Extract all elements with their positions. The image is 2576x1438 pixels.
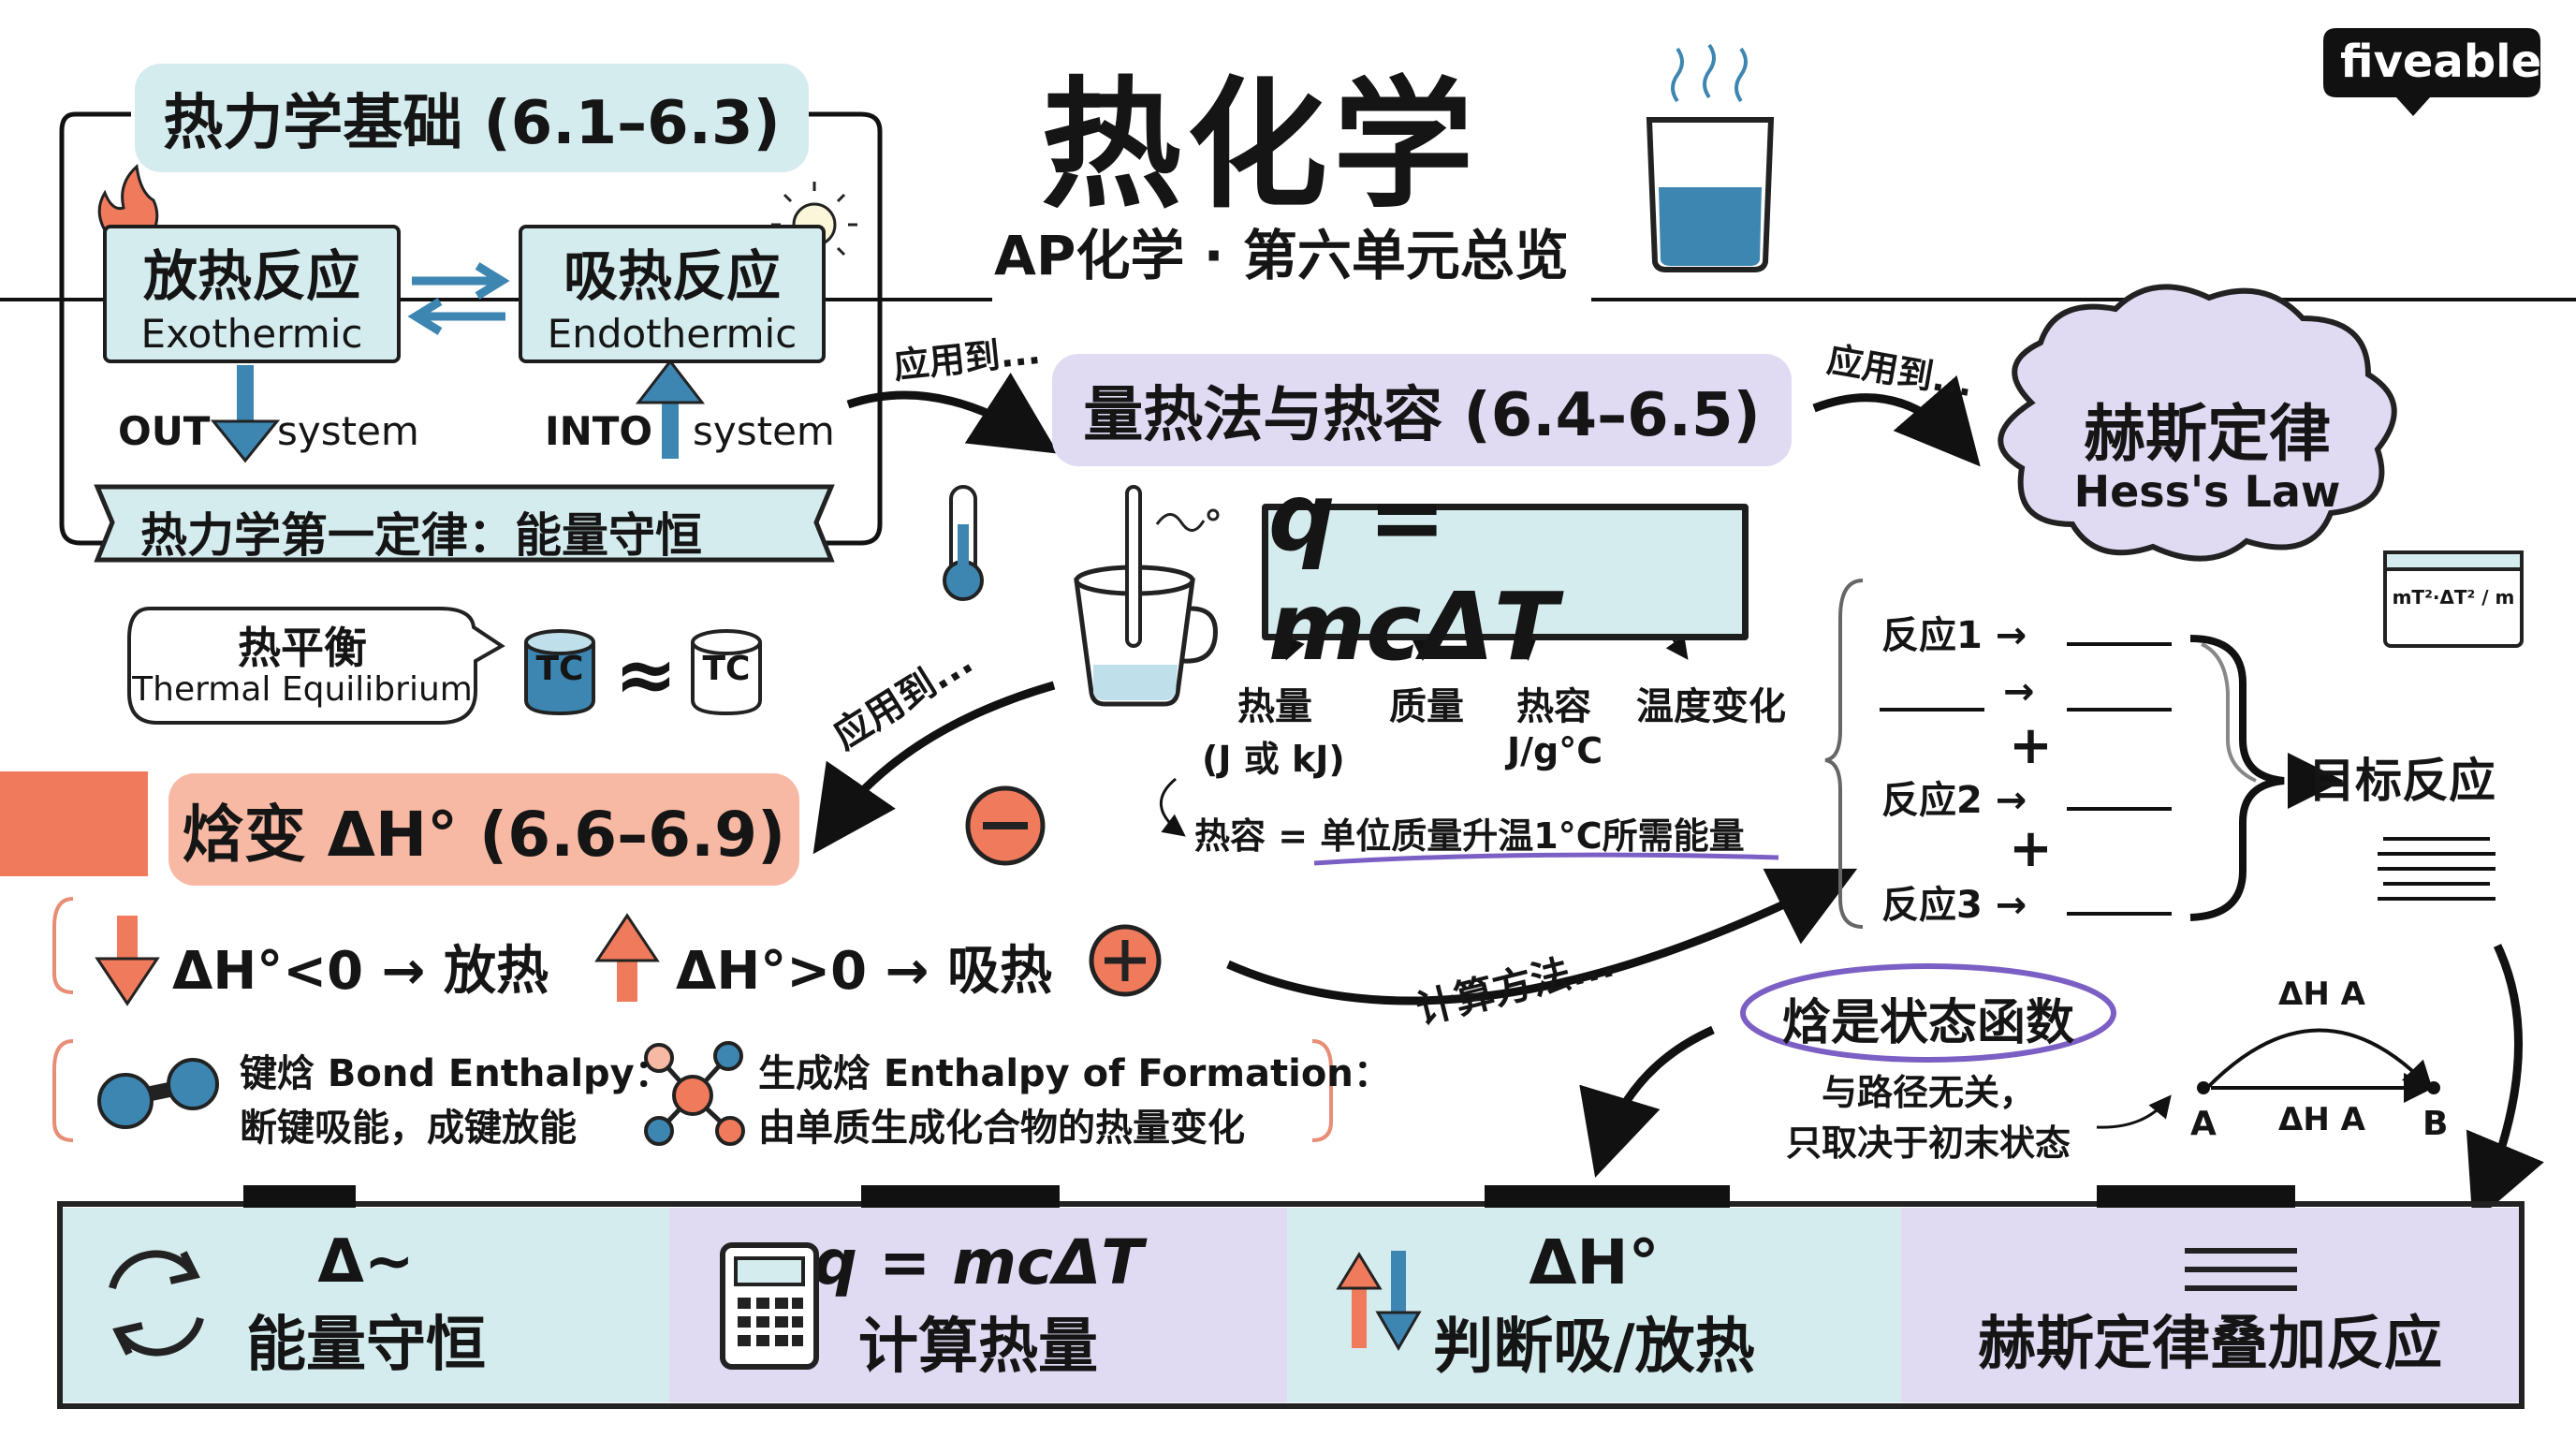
summary-strip-frame xyxy=(57,1201,2525,1409)
summary-panel-energy: Δ~ 能量守恒 xyxy=(63,1208,669,1402)
term-temp-change: 温度变化 xyxy=(1636,685,1786,728)
equilibrium-en: Thermal Equilibrium xyxy=(132,670,473,709)
brand-logo: fiveable xyxy=(2340,36,2542,88)
formula-badge-text: mT²·ΔT² / m xyxy=(2392,586,2515,609)
cycle-icon xyxy=(109,1250,204,1357)
equilibrium-cn: 热平衡 xyxy=(238,623,367,673)
enthalpy-negative-rule: ΔH°<0 → 放热 xyxy=(172,941,549,1002)
enthalpy-positive-rule: ΔH°>0 → 吸热 xyxy=(676,941,1053,1002)
endothermic-cn: 吸热反应 xyxy=(563,243,781,308)
enthalpy-title: 焓变 ΔH° (6.6–6.9) xyxy=(168,773,799,886)
into-system-label: system xyxy=(693,408,835,454)
path-label-bottom: ΔH A xyxy=(2278,1101,2365,1138)
into-label: INTO xyxy=(545,408,653,454)
summary-heat-bottom: 计算热量 xyxy=(858,1312,1098,1382)
hess-target-reaction: 目标反应 xyxy=(2308,754,2496,808)
formation-molecule-icon xyxy=(644,1041,745,1146)
summary-hess-bottom: 赫斯定律叠加反应 xyxy=(1977,1309,2442,1377)
up-down-arrows-icon xyxy=(1336,1251,1422,1351)
state-function-desc-1: 与路径无关， xyxy=(1821,1072,2035,1113)
summary-heat-top: q = mcΔT xyxy=(812,1225,1144,1299)
equation-box: q = mcΔT xyxy=(1262,462,1749,682)
tc-label-right: TC xyxy=(702,650,751,688)
heat-capacity-definition: 热容 = 单位质量升温1°C所需能量 xyxy=(1194,815,1745,857)
out-system-label: system xyxy=(277,408,419,454)
out-label: OUT xyxy=(118,408,211,454)
exothermic-cn: 放热反应 xyxy=(142,243,360,308)
path-label-top: ΔH A xyxy=(2278,976,2365,1013)
calorimeter-icon xyxy=(1074,485,1220,707)
hess-reaction-1: 反应1 → xyxy=(1881,614,2027,657)
arrow-to-calorimetry xyxy=(846,372,1059,454)
fiveable-badge xyxy=(2323,28,2540,116)
summary-panel-enthalpy: ΔH° 判断吸/放热 xyxy=(1287,1208,1901,1402)
tc-can-right xyxy=(691,629,762,716)
fundamentals-title: 热力学基础 (6.1–6.3) xyxy=(135,64,809,172)
term-mass: 质量 xyxy=(1389,685,1464,728)
arrow-hess-to-summary xyxy=(2466,944,2544,1224)
formation-enthalpy-title: 生成焓 Enthalpy of Formation： xyxy=(758,1052,1391,1095)
summary-enthalpy-top: ΔH° xyxy=(1529,1225,1660,1299)
calorimetry-title: 量热法与热容 (6.4–6.5) xyxy=(1052,354,1792,466)
first-law-text: 热力学第一定律：能量守恒 xyxy=(140,508,702,563)
arrow-to-enthalpy xyxy=(812,681,1056,855)
hess-title-en: Hess's Law xyxy=(2073,466,2341,517)
endothermic-box: 吸热反应 Endothermic xyxy=(519,225,826,363)
hess-plus-1: + xyxy=(2009,715,2053,776)
state-function-ellipse xyxy=(1740,963,2116,1063)
state-function-desc-2: 只取决于初末状态 xyxy=(1785,1123,2071,1164)
page-subtitle: AP化学 · 第六单元总览 xyxy=(994,224,1569,287)
first-law-ribbon xyxy=(94,484,835,563)
arrow-state-to-summary xyxy=(1579,1025,1715,1178)
unit-heat: (J 或 kJ) xyxy=(1202,739,1345,780)
tc-label-left: TC xyxy=(535,650,584,688)
summary-energy-top: Δ~ xyxy=(317,1227,415,1297)
stacked-lines-icon xyxy=(2185,1248,2297,1291)
thermometer-icon xyxy=(943,485,984,601)
unit-capacity: J/g°C xyxy=(1507,730,1603,771)
equation-text: q = mcΔT xyxy=(1268,462,1559,682)
bond-enthalpy-title: 键焓 Bond Enthalpy： xyxy=(240,1052,672,1095)
exothermic-box: 放热反应 Exothermic xyxy=(103,225,401,363)
summary-enthalpy-bottom: 判断吸/放热 xyxy=(1433,1312,1755,1382)
page-title: 热化学 xyxy=(1041,65,1480,227)
hess-reaction-3: 反应3 → xyxy=(1881,884,2027,927)
formula-badge-icon xyxy=(2383,550,2524,648)
term-heat: 热量 xyxy=(1237,685,1312,728)
equilibrium-bubble xyxy=(127,607,505,725)
arrow-calc-method xyxy=(1226,868,1858,1005)
beaker-icon xyxy=(1646,43,1775,272)
hess-title-cn: 赫斯定律 xyxy=(2084,398,2331,470)
calculator-icon xyxy=(720,1242,819,1370)
point-a-label: A xyxy=(2190,1105,2217,1143)
endothermic-en: Endothermic xyxy=(547,310,798,357)
hess-arrow-row2: → xyxy=(2003,670,2035,713)
state-function-title: 焓是状态函数 xyxy=(1781,995,2074,1051)
tc-can-left xyxy=(524,629,595,716)
summary-panel-hess: 赫斯定律叠加反应 xyxy=(1901,1208,2519,1402)
summary-energy-bottom: 能量守恒 xyxy=(246,1311,486,1380)
point-b-label: B xyxy=(2422,1105,2449,1143)
formation-enthalpy-desc: 由单质生成化合物的热量变化 xyxy=(758,1107,1245,1150)
hess-cloud xyxy=(1998,284,2397,562)
term-capacity: 热容 xyxy=(1516,685,1591,728)
bond-enthalpy-desc: 断键吸能，成键放能 xyxy=(240,1107,577,1150)
arrow-to-hess xyxy=(1812,374,1981,467)
approx-symbol: ≈ xyxy=(614,631,678,718)
hess-plus-2: + xyxy=(2009,818,2053,879)
heat-capacity-underline xyxy=(1313,852,1779,866)
hess-reaction-2: 反应2 → xyxy=(1881,779,2027,822)
exothermic-en: Exothermic xyxy=(140,310,363,357)
bond-molecule-icon xyxy=(97,1058,219,1129)
enthalpy-side-block xyxy=(0,771,148,876)
